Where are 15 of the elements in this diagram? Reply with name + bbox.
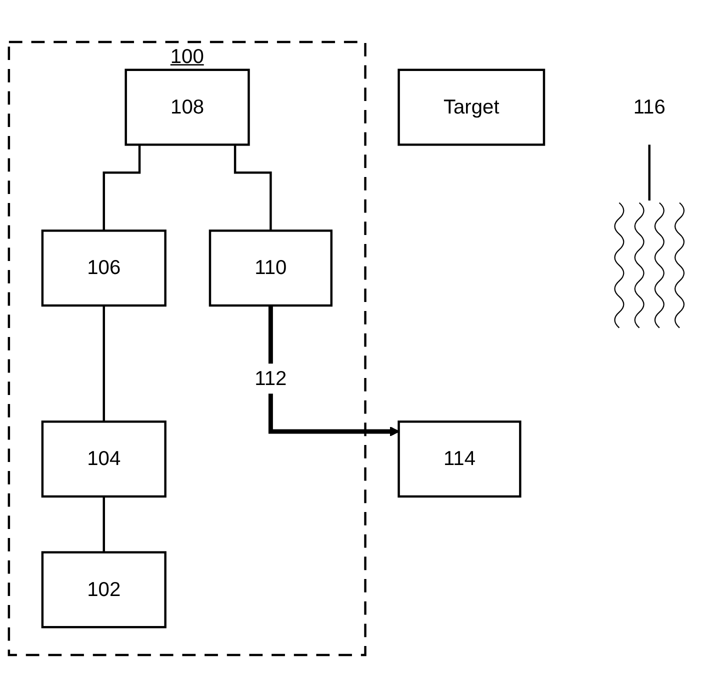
node-box: 102 [41, 551, 166, 628]
edge-label: 112 [254, 366, 287, 390]
connector [648, 144, 650, 202]
node-box: Target [398, 68, 546, 146]
node-box: 110 [208, 230, 333, 307]
connector [234, 144, 272, 232]
node-box: 114 [398, 420, 522, 498]
node-box: 104 [41, 420, 166, 498]
node-box: 106 [41, 230, 166, 307]
connector [102, 144, 141, 232]
arrow [268, 306, 400, 436]
node-text: 116 [633, 96, 666, 118]
node-box: 108 [124, 68, 250, 146]
connector [102, 496, 105, 554]
connector [102, 306, 105, 423]
